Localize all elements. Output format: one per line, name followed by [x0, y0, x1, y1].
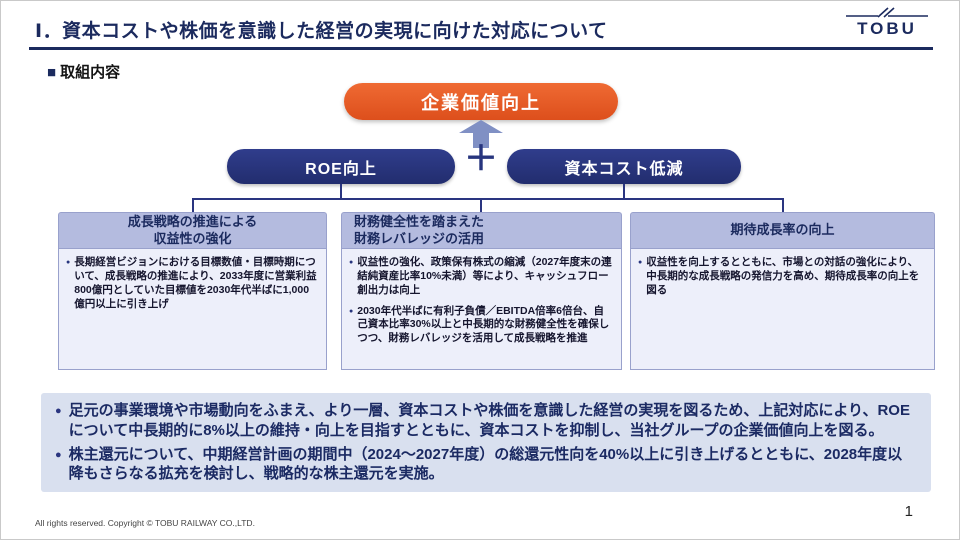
bullet-text: 収益性を向上するとともに、市場との対話の強化により、中長期的な成長戦略の発信力を… [646, 256, 920, 296]
corporate-value-pill: 企業価値向上 [344, 83, 618, 120]
connector-up-left [340, 184, 342, 199]
logo-text: TOBU [857, 19, 917, 38]
roe-pill: ROE向上 [227, 149, 455, 184]
strategy-box-body: ● 収益性を向上するとともに、市場との対話の強化により、中長期的な成長戦略の発信… [630, 248, 935, 370]
connector-down-1 [192, 198, 194, 213]
strategy-box-expected-growth: 期待成長率の向上 ● 収益性を向上するとともに、市場との対話の強化により、中長期… [630, 212, 935, 370]
summary-text: 株主還元について、中期経営計画の期間中（2024～2027年度）の総還元性向を4… [68, 445, 903, 483]
connector-down-2 [480, 198, 482, 213]
footer-copyright: All rights reserved. Copyright © TOBU RA… [35, 518, 255, 528]
bullet-item: ● 収益性の強化、政策保有株式の縮減（2027年度末の連結純資産比率10%未満）… [349, 256, 614, 298]
bullet-dot-icon: ● [55, 448, 62, 461]
bullet-text: 収益性の強化、政策保有株式の縮減（2027年度末の連結純資産比率10%未満）等に… [357, 256, 612, 296]
page-number: 1 [904, 503, 913, 520]
section-label: ■取組内容 [47, 61, 120, 82]
strategy-box-title: 財務健全性を踏まえた 財務レバレッジの活用 [341, 212, 622, 248]
plus-sign: ＋ [464, 140, 498, 178]
strategy-box-body: ● 長期経営ビジョンにおける目標数値・目標時期について、成長戦略の推進により、2… [58, 248, 327, 370]
square-bullet-icon: ■ [47, 64, 57, 81]
bullet-text: 長期経営ビジョンにおける目標数値・目標時期について、成長戦略の推進により、203… [74, 256, 317, 310]
connector-down-3 [782, 198, 784, 213]
connector-horizontal [192, 198, 784, 200]
bullet-dot-icon: ● [349, 307, 354, 315]
summary-box: ● 足元の事業環境や市場動向をふまえ、より一層、資本コストや株価を意識した経営の… [41, 393, 931, 493]
title-underline [29, 47, 933, 50]
connector-up-right [623, 184, 625, 199]
summary-item: ● 株主還元について、中期経営計画の期間中（2024～2027年度）の総還元性向… [55, 445, 917, 485]
logo-speedlines-icon [846, 7, 928, 18]
strategy-box-title: 期待成長率の向上 [630, 212, 935, 248]
bullet-text: 2030年代半ばに有利子負債／EBITDA倍率6倍台、自己資本比率30%以上と中… [357, 304, 610, 345]
bullet-dot-icon: ● [638, 259, 643, 266]
strategy-box-growth: 成長戦略の推進による 収益性の強化 ● 長期経営ビジョンにおける目標数値・目標時… [58, 212, 327, 370]
up-arrow-icon [459, 120, 503, 153]
strategy-box-title: 成長戦略の推進による 収益性の強化 [58, 212, 327, 248]
bullet-dot-icon: ● [349, 259, 354, 266]
bullet-dot-icon: ● [55, 405, 62, 417]
summary-text: 足元の事業環境や市場動向をふまえ、より一層、資本コストや株価を意識した経営の実現… [68, 402, 910, 439]
page-title: Ⅰ．資本コストや株価を意識した経営の実現に向けた対応について [35, 21, 608, 42]
capital-cost-pill: 資本コスト低減 [507, 149, 741, 184]
bullet-item: ● 2030年代半ばに有利子負債／EBITDA倍率6倍台、自己資本比率30%以上… [349, 305, 614, 347]
strategy-box-body: ● 収益性の強化、政策保有株式の縮減（2027年度末の連結純資産比率10%未満）… [341, 248, 622, 370]
bullet-item: ● 長期経営ビジョンにおける目標数値・目標時期について、成長戦略の推進により、2… [66, 256, 319, 311]
summary-item: ● 足元の事業環境や市場動向をふまえ、より一層、資本コストや株価を意識した経営の… [55, 401, 917, 441]
bullet-dot-icon: ● [66, 259, 71, 266]
strategy-box-leverage: 財務健全性を踏まえた 財務レバレッジの活用 ● 収益性の強化、政策保有株式の縮減… [341, 212, 622, 370]
section-label-text: 取組内容 [60, 64, 121, 81]
tobu-logo: TOBU [841, 7, 933, 37]
bullet-item: ● 収益性を向上するとともに、市場との対話の強化により、中長期的な成長戦略の発信… [638, 256, 927, 298]
